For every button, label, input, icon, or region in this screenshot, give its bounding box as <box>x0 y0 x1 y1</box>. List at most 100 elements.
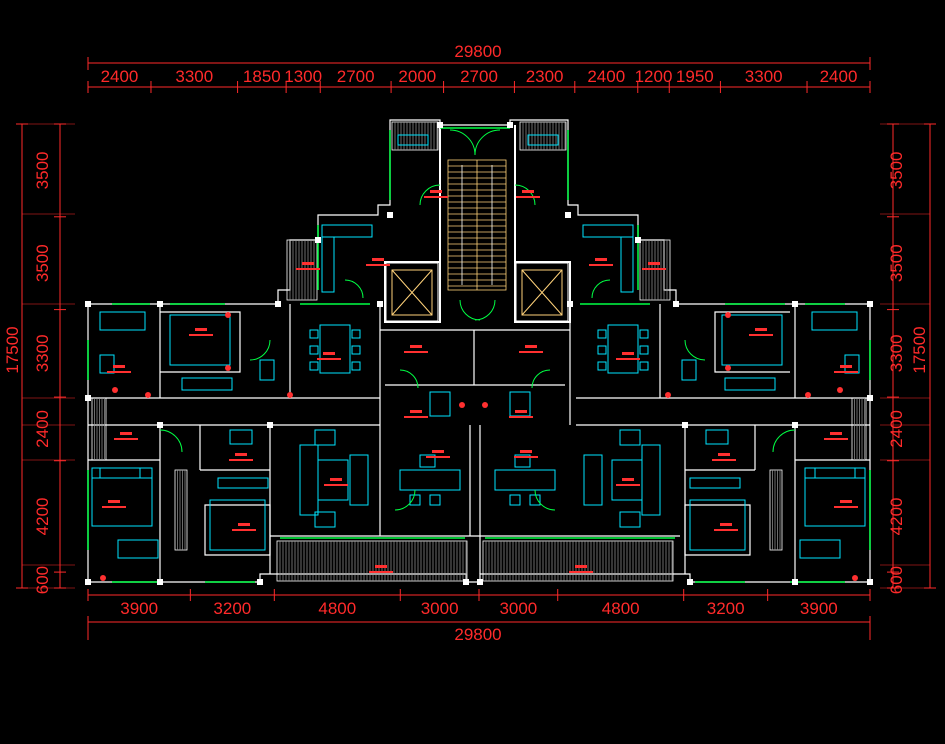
room-label-mark <box>120 432 132 435</box>
room-label-mark <box>235 453 247 456</box>
room-label-mark <box>108 500 120 503</box>
room-label-mark <box>114 438 138 440</box>
east-cloakroom-shelving <box>851 397 867 461</box>
column <box>682 422 688 428</box>
room-label-mark <box>302 262 314 265</box>
room-label-mark <box>404 416 428 418</box>
room-label-mark <box>824 438 848 440</box>
room-label-mark <box>575 565 587 568</box>
equipment-marker <box>805 392 811 398</box>
room-label-mark <box>755 328 767 331</box>
room-label-mark <box>369 571 393 573</box>
column <box>315 237 321 243</box>
room-label-mark <box>366 264 390 266</box>
column <box>157 579 163 585</box>
column <box>275 301 281 307</box>
room-label-mark <box>616 358 640 360</box>
bottom-segment-label: 4800 <box>318 599 356 618</box>
room-label-mark <box>372 258 384 261</box>
column <box>157 422 163 428</box>
top-segment-label: 1950 <box>676 67 714 86</box>
room-label-mark <box>622 352 634 355</box>
room-label-mark <box>410 345 422 348</box>
room-label-mark <box>840 500 852 503</box>
right-segment-label: 4200 <box>887 497 906 535</box>
room-label-mark <box>516 196 540 198</box>
top-segment-label: 2700 <box>337 67 375 86</box>
equipment-marker <box>459 402 465 408</box>
top-segment-label: 2400 <box>101 67 139 86</box>
left-segment-label: 4200 <box>33 497 52 535</box>
column <box>867 579 873 585</box>
room-label-mark <box>834 371 858 373</box>
room-label-mark <box>426 456 450 458</box>
equipment-marker <box>100 575 106 581</box>
top-segment-label: 2400 <box>820 67 858 86</box>
room-label-mark <box>509 416 533 418</box>
column <box>792 579 798 585</box>
room-label-mark <box>113 365 125 368</box>
column <box>257 579 263 585</box>
column <box>477 579 483 585</box>
room-label-marks <box>100 190 858 581</box>
column <box>387 212 393 218</box>
stair-core <box>447 159 507 291</box>
left-segment-label: 2400 <box>33 410 52 448</box>
top-segment-label: 2700 <box>460 67 498 86</box>
right-total-dimension: 17500 <box>910 326 929 373</box>
top-segment-label: 1300 <box>284 67 322 86</box>
east-wardrobe <box>769 469 783 551</box>
bottom-segment-label: 3200 <box>213 599 251 618</box>
bottom-total-dimension: 29800 <box>454 625 501 644</box>
top-segment-label: 1200 <box>635 67 673 86</box>
room-label-mark <box>520 450 532 453</box>
room-label-mark <box>616 484 640 486</box>
right-segment-label: 3300 <box>887 334 906 372</box>
room-label-mark <box>642 268 666 270</box>
top-total-dimension: 29800 <box>454 42 501 61</box>
right-segment-label: 2400 <box>887 410 906 448</box>
right-segment-label: 600 <box>887 566 906 594</box>
bottom-segment-label: 3000 <box>499 599 537 618</box>
left-segment-label: 600 <box>33 566 52 594</box>
north-balcony-left <box>391 121 439 151</box>
equipment-marker <box>225 365 231 371</box>
top-segment-label: 3300 <box>175 67 213 86</box>
south-balcony-right <box>482 540 674 582</box>
column <box>867 395 873 401</box>
column <box>507 122 513 128</box>
room-label-mark <box>515 410 527 413</box>
column <box>792 301 798 307</box>
room-label-mark <box>404 351 428 353</box>
bottom-segment-label: 3200 <box>707 599 745 618</box>
column <box>673 301 679 307</box>
column <box>267 422 273 428</box>
north-balcony-right <box>519 121 567 151</box>
room-label-mark <box>522 190 534 193</box>
room-label-mark <box>720 523 732 526</box>
room-label-mark <box>375 565 387 568</box>
right-segment-label: 3500 <box>887 151 906 189</box>
bottom-segment-label: 4800 <box>602 599 640 618</box>
top-segment-label: 2400 <box>587 67 625 86</box>
equipment-marker <box>852 575 858 581</box>
room-label-mark <box>232 529 256 531</box>
room-label-mark <box>830 432 842 435</box>
column <box>867 301 873 307</box>
room-label-mark <box>107 371 131 373</box>
room-label-mark <box>410 410 422 413</box>
column <box>635 237 641 243</box>
room-label-mark <box>648 262 660 265</box>
room-label-mark <box>195 328 207 331</box>
room-label-mark <box>714 529 738 531</box>
room-label-mark <box>718 453 730 456</box>
west-wardrobe <box>174 469 188 551</box>
equipment-marker <box>112 387 118 393</box>
room-label-mark <box>296 268 320 270</box>
room-label-mark <box>324 484 348 486</box>
structural-columns <box>85 122 873 585</box>
left-segment-label: 3500 <box>33 151 52 189</box>
room-label-mark <box>424 196 448 198</box>
top-segment-label: 2300 <box>526 67 564 86</box>
